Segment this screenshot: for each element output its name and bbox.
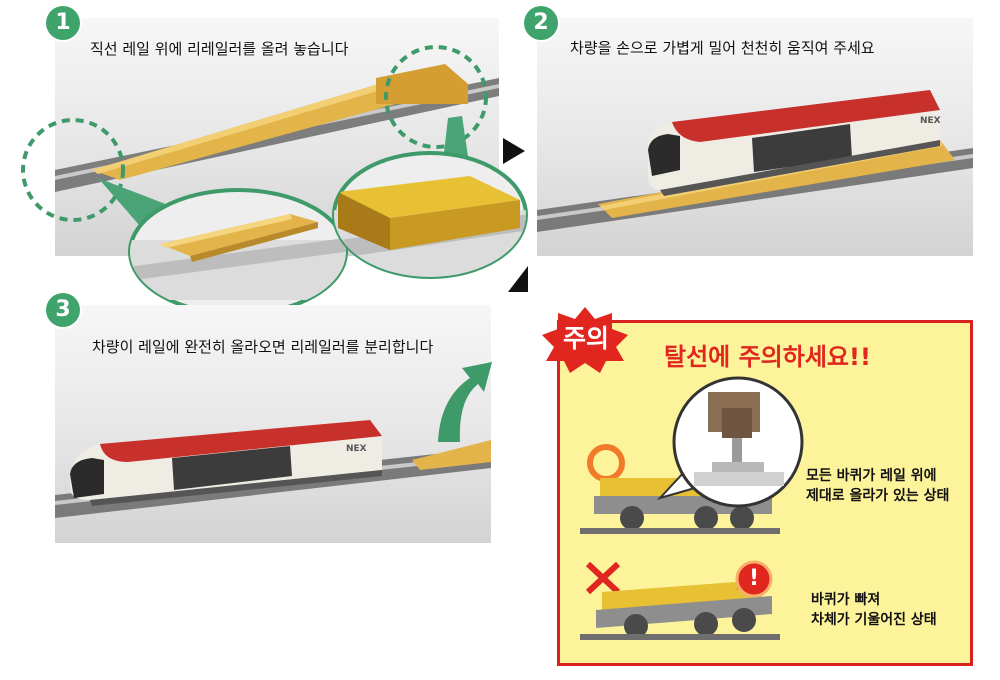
correct-state-note: 모든 바퀴가 레일 위에 제대로 올라가 있는 상태	[806, 468, 950, 504]
warning-title: 탈선에 주의하세요!!	[664, 343, 871, 371]
caution-badge-icon	[542, 307, 628, 373]
step-2-number-badge: 2	[524, 6, 558, 40]
train-logo: NEX	[346, 444, 367, 454]
wrong-state-note: 바퀴가 빠져 차체가 기울어진 상태	[811, 592, 937, 628]
exclamation-icon: !	[748, 566, 760, 591]
train-logo: NEX	[920, 116, 941, 126]
step-3-number-badge: 3	[46, 293, 80, 327]
step-2-caption: 차량을 손으로 가볍게 밀어 천천히 움직여 주세요	[570, 39, 875, 57]
step-1-number-badge: 1	[46, 6, 80, 40]
next-arrow-icon	[503, 138, 525, 164]
caution-badge-label: 주의	[562, 324, 609, 353]
step-1-caption: 직선 레일 위에 리레일러를 올려 놓습니다	[90, 40, 349, 58]
next-arrow-icon	[508, 266, 528, 292]
step-3-caption: 차량이 레일에 완전히 올라오면 리레일러를 분리합니다	[92, 338, 434, 356]
